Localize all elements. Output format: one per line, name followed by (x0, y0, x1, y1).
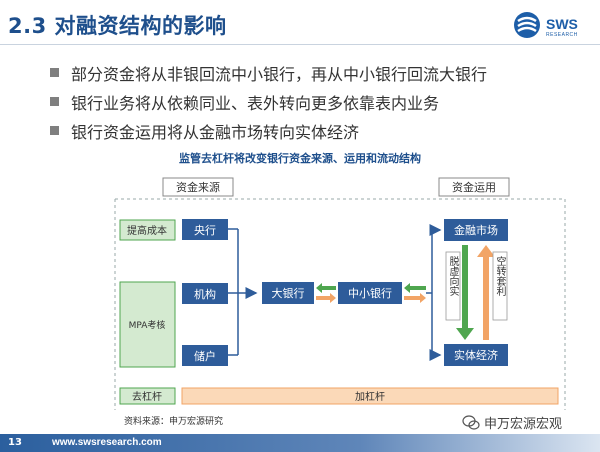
idle-arbitrage-text: 空转套利 (494, 256, 505, 296)
small-bank-box: 中小银行 (338, 282, 402, 304)
real-economy-box: 实体经济 (444, 344, 508, 366)
mpa-label: MPA考核 (119, 281, 176, 368)
bullet-item: 部分资金将从非银回流中小银行，再从中小银行回流大银行 (50, 58, 487, 87)
bullet-text: 银行业务将从依赖同业、表外转向更多依靠表内业务 (71, 93, 440, 113)
up-arrow-orange (477, 245, 495, 340)
svg-text:提高成本: 提高成本 (127, 224, 167, 237)
logo-text: SWS (546, 16, 578, 32)
website-url[interactable]: www.swsresearch.com (52, 437, 162, 448)
bullet-square-icon (50, 97, 59, 106)
svg-text:大银行: 大银行 (272, 286, 305, 300)
de-virtualize-text: 脱虚向实 (447, 256, 458, 296)
title-divider (0, 44, 600, 45)
svg-text:资金运用: 资金运用 (452, 180, 496, 194)
bullet-square-icon (50, 126, 59, 135)
svg-text:中小银行: 中小银行 (348, 286, 392, 300)
page-title: 2.3 对融资结构的影响 (8, 14, 227, 38)
page-number: 13 (8, 437, 22, 448)
svg-text:机构: 机构 (194, 287, 216, 301)
logo-subtext: RESEARCH (546, 32, 578, 38)
deleverage-label: 去杠杆 (119, 387, 176, 405)
depositor-box: 储户 (182, 345, 228, 366)
use-header: 资金运用 (438, 177, 510, 197)
bullet-text: 部分资金将从非银回流中小银行，再从中小银行回流大银行 (71, 64, 488, 84)
bullet-item: 银行业务将从依赖同业、表外转向更多依靠表内业务 (50, 87, 487, 116)
svg-text:金融市场: 金融市场 (454, 223, 498, 237)
wechat-badge: 申万宏源宏观 (462, 413, 562, 432)
small-bank-to-use-arrows (404, 283, 426, 303)
big-bank-box: 大银行 (262, 282, 314, 304)
financial-market-box: 金融市场 (444, 219, 508, 241)
source-bracket (228, 228, 258, 356)
use-bracket (426, 224, 442, 361)
bullet-text: 银行资金运用将从金融市场转向实体经济 (71, 122, 360, 142)
svg-text:储户: 储户 (194, 349, 216, 363)
svg-text:去杠杆: 去杠杆 (132, 390, 162, 403)
svg-text:加杠杆: 加杠杆 (355, 390, 385, 403)
institution-box: 机构 (182, 283, 228, 304)
down-arrow-green (456, 245, 474, 340)
bullet-list: 部分资金将从非银回流中小银行，再从中小银行回流大银行 银行业务将从依赖同业、表外… (50, 58, 487, 145)
svg-text:MPA考核: MPA考核 (129, 319, 166, 331)
cost-label: 提高成本 (119, 219, 176, 241)
leverage-bar: 加杠杆 (181, 387, 559, 405)
bank-exchange-arrows (316, 283, 336, 303)
svg-text:央行: 央行 (194, 224, 216, 237)
source-header: 资金来源 (162, 177, 234, 197)
wechat-account-name: 申万宏源宏观 (484, 417, 563, 432)
de-virtualize-label (445, 251, 461, 321)
wechat-icon (462, 414, 480, 430)
svg-text:实体经济: 实体经济 (454, 348, 498, 362)
source-note: 资料来源：申万宏源研究 (124, 417, 224, 427)
svg-text:资金来源: 资金来源 (176, 180, 220, 194)
footer-bar (0, 434, 600, 452)
bullet-square-icon (50, 68, 59, 77)
idle-arbitrage-label (492, 251, 508, 321)
central-bank-box: 央行 (182, 219, 228, 240)
bullet-item: 银行资金运用将从金融市场转向实体经济 (50, 116, 487, 145)
diagram-title: 监管去杠杆将改变银行资金来源、运用和流动结构 (179, 152, 421, 165)
sws-logo-icon (514, 12, 540, 38)
